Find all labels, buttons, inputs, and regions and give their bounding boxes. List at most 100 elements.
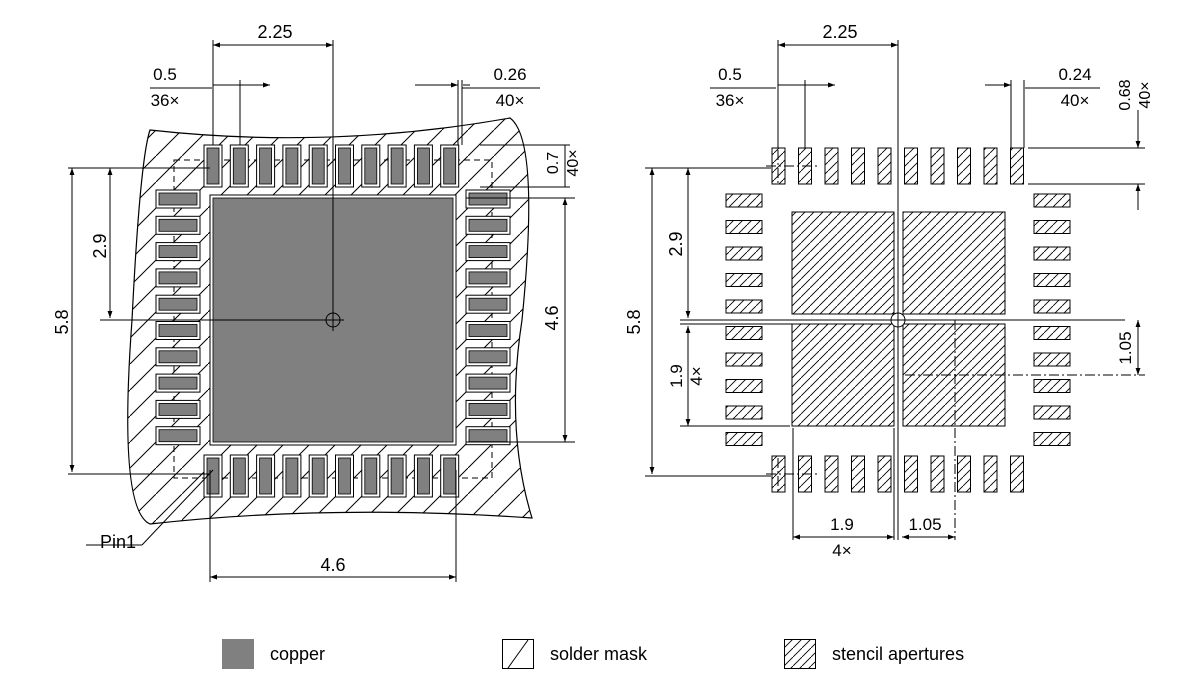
legend-stencil: stencil apertures [784, 636, 964, 672]
copper-pad [158, 350, 198, 364]
stencil-pad [824, 147, 839, 185]
dim-gap-bottom: 1.05 [908, 515, 941, 534]
stencil-pad [725, 220, 763, 234]
dim-half-height: 2.9 [666, 231, 686, 256]
dim-aperture-count: 4× [687, 366, 706, 385]
copper-pad [158, 402, 198, 416]
copper-pad [158, 245, 198, 259]
copper-pad [311, 147, 325, 185]
dim-top-width: 2.25 [822, 22, 857, 42]
right-view: 2.25 0.5 36× 0.24 40× 0.68 40× 2.9 5.8 1… [624, 22, 1154, 560]
stencil-pad [1033, 193, 1071, 208]
copper-pad [443, 457, 457, 495]
stencil-pad [1033, 352, 1071, 367]
stencil-pad [930, 455, 945, 493]
copper-pad [364, 457, 378, 495]
copper-pad [206, 147, 220, 185]
copper-pad [285, 457, 299, 495]
stencil-pad [1033, 220, 1071, 234]
solder-mask-swatch [502, 639, 534, 669]
dim-pitch: 0.5 [718, 65, 742, 84]
copper-pad [390, 147, 404, 185]
copper-pad [390, 457, 404, 495]
copper-pad [468, 324, 508, 337]
center-mark [887, 309, 909, 331]
copper-pad [468, 192, 508, 206]
copper-pad [158, 218, 198, 232]
stencil-pad [725, 193, 763, 208]
package-outline [173, 159, 493, 479]
pin1-label: Pin1 [100, 532, 136, 552]
copper-pad [206, 457, 220, 495]
stencil-pad [904, 455, 918, 493]
dim-bottom-width: 4.6 [320, 555, 345, 575]
stencil-pad [983, 455, 998, 493]
copper-pad [338, 457, 351, 495]
copper-pad [158, 271, 198, 285]
stencil-pad [1033, 326, 1071, 340]
copper-pad [232, 457, 246, 495]
copper-pad [285, 147, 299, 185]
dim-pad-length: 0.68 [1117, 79, 1134, 110]
stencil-pad [1033, 379, 1071, 393]
stencil-pad [851, 455, 865, 493]
dim-pad-length-count: 40× [565, 149, 582, 176]
dim-aperture: 1.9 [667, 364, 686, 388]
copper-pad [158, 297, 198, 311]
left-pads [155, 144, 511, 498]
dim-gap: 1.05 [1116, 331, 1135, 364]
left-view: 2.25 0.5 36× 0.26 40× 0.7 40× 2.9 5.8 4.… [52, 22, 582, 582]
stencil-pad [725, 246, 763, 261]
copper-pad [468, 402, 508, 416]
dim-pitch: 0.5 [153, 65, 177, 84]
copper-pad [416, 457, 430, 495]
stencil-pad [930, 147, 945, 185]
stencil-swatch [784, 639, 816, 669]
stencil-pad [957, 455, 971, 493]
stencil-pad [725, 299, 763, 314]
dim-pad-width-count: 40× [496, 91, 525, 110]
copper-pad [468, 350, 508, 364]
stencil-pad [1033, 299, 1071, 314]
legend-solder-mask: solder mask [502, 636, 647, 672]
legend-copper: copper [222, 636, 325, 672]
stencil-pad [877, 455, 892, 493]
copper-pad [158, 429, 198, 443]
stencil-pad [725, 405, 763, 420]
stencil-pad [1033, 405, 1071, 420]
stencil-aperture [902, 211, 1006, 315]
center-mark [322, 309, 344, 331]
copper-pad [259, 147, 273, 185]
stencil-pad [725, 273, 763, 287]
copper-pad [468, 297, 508, 311]
stencil-pad [725, 432, 763, 446]
legend-copper-label: copper [270, 643, 326, 664]
stencil-pad [1010, 455, 1024, 493]
stencil-pad [957, 147, 971, 185]
stencil-pad [1033, 273, 1071, 287]
legend-stencil-label: stencil apertures [832, 643, 965, 664]
dim-pad-span: 4.6 [542, 305, 562, 330]
copper-pad [311, 457, 325, 495]
dim-pitch-count: 36× [716, 91, 745, 110]
copper-pad [158, 192, 198, 206]
copper-pad [232, 147, 246, 185]
copper-pad [468, 245, 508, 259]
dim-pad-width-count: 40× [1061, 91, 1090, 110]
copper-pad [364, 147, 378, 185]
stencil-pad [725, 379, 763, 393]
copper-swatch [222, 639, 254, 669]
legend-solder-mask-label: solder mask [550, 643, 648, 664]
copper-pad [338, 147, 351, 185]
stencil-pad [1033, 246, 1071, 261]
dim-aperture-bottom-count: 4× [832, 541, 851, 560]
copper-pad [416, 147, 430, 185]
dim-pad-length-count: 40× [1137, 81, 1154, 108]
stencil-pad [1033, 432, 1071, 446]
copper-pad [468, 429, 508, 443]
stencil-pad [983, 147, 998, 185]
copper-pad [443, 147, 457, 185]
right-dimension-lines [645, 40, 1145, 540]
dim-pad-width: 0.26 [493, 65, 526, 84]
